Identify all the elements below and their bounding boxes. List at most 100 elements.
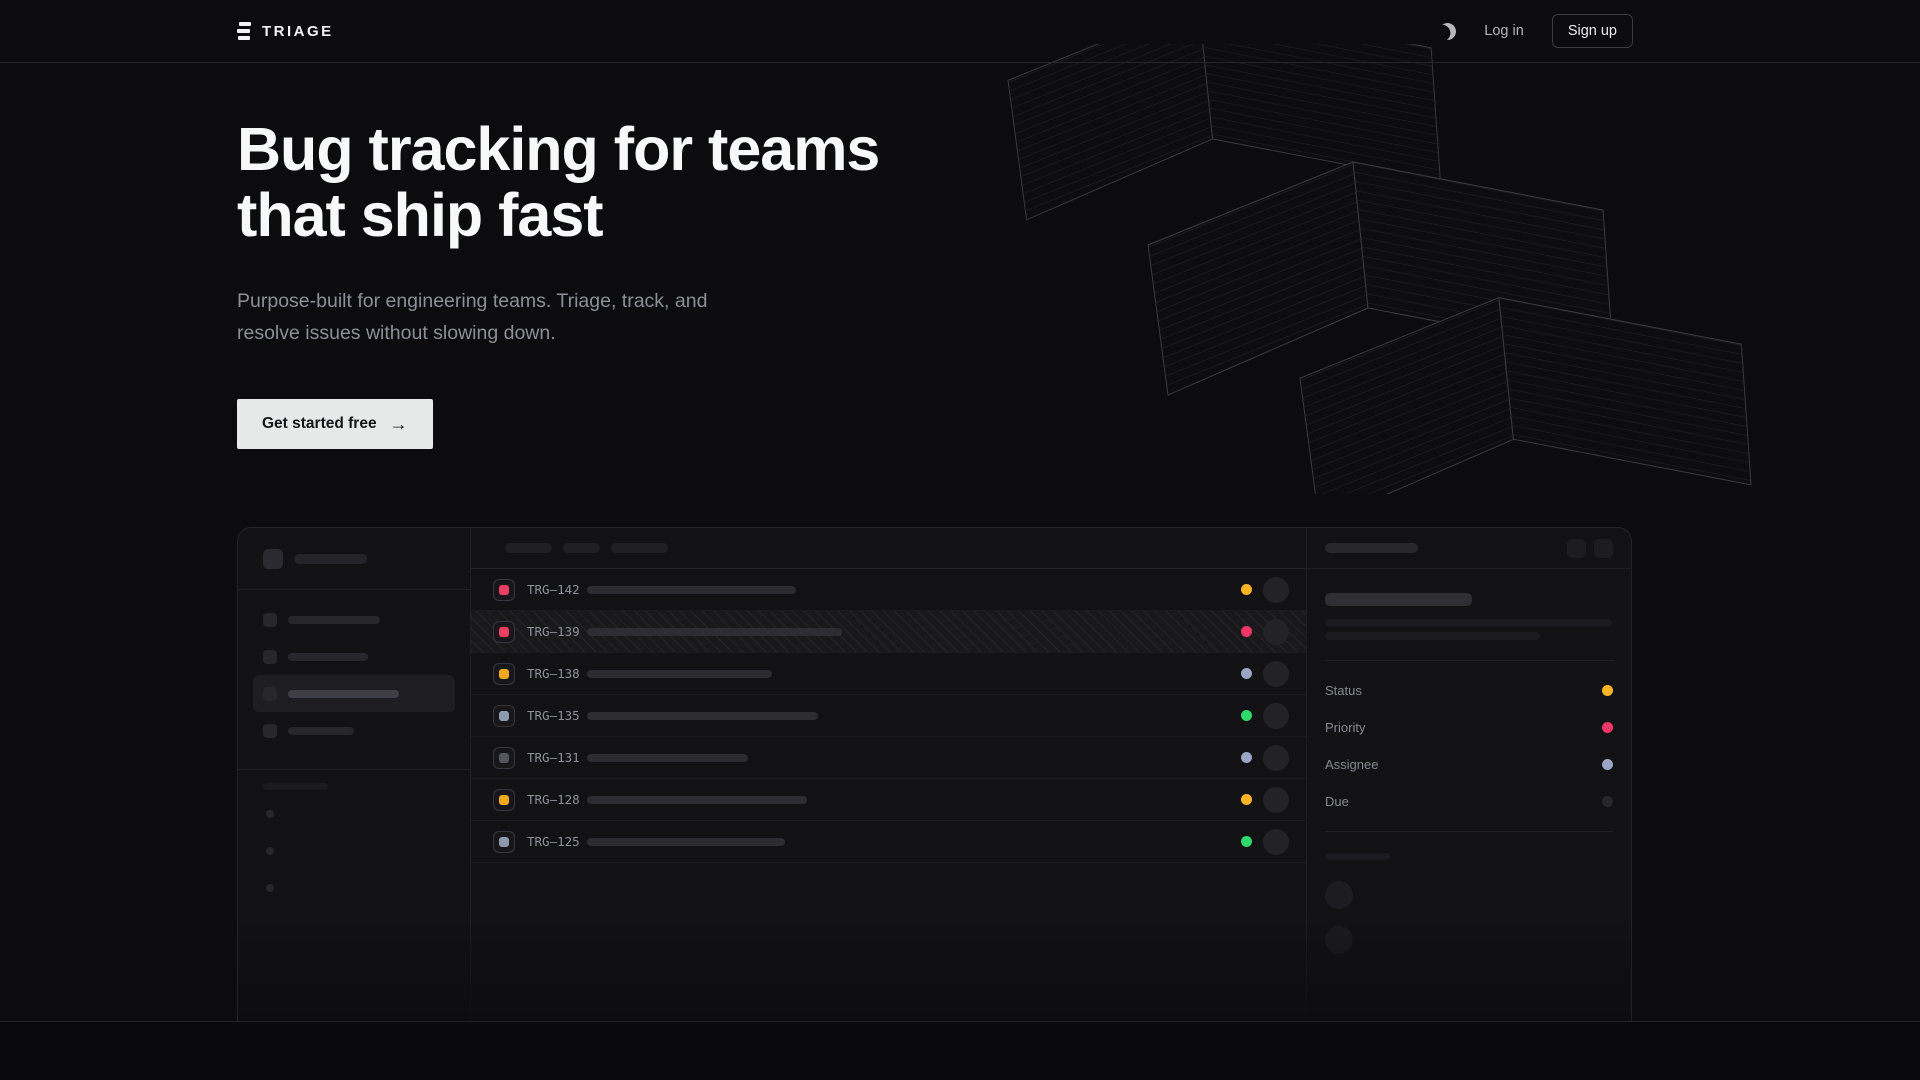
sidebar-item-label-placeholder	[288, 689, 399, 698]
sidebar-section-label-placeholder	[263, 783, 328, 790]
issue-title-bar-placeholder	[587, 585, 796, 594]
property-row: Status	[1325, 672, 1613, 709]
status-dot-icon	[1241, 626, 1252, 637]
nav-actions: Log in Sign up	[1439, 14, 1633, 48]
issue-title-bar-placeholder	[587, 753, 748, 762]
sidebar-item-icon-placeholder	[263, 686, 277, 701]
sidebar-item-placeholder-active	[253, 675, 455, 712]
issue-title-bar-placeholder	[587, 669, 772, 678]
login-link[interactable]: Log in	[1484, 23, 1524, 39]
top-nav: TRIAGE Log in Sign up	[0, 0, 1920, 63]
issue-id: TRG–139	[527, 624, 580, 639]
sidebar-item-label-placeholder	[288, 652, 368, 661]
workspace-switcher-placeholder	[263, 549, 455, 569]
issue-priority-icon	[493, 704, 515, 727]
issue-row: TRG–128	[471, 779, 1306, 821]
sidebar-item-icon-placeholder	[263, 649, 277, 664]
status-dot-icon	[1241, 794, 1252, 805]
detail-action-button-placeholder	[1567, 538, 1586, 558]
mockup-sidebar	[238, 528, 471, 1021]
sidebar-item-placeholder	[253, 638, 455, 675]
status-dot-icon	[1241, 710, 1252, 721]
issue-id: TRG–128	[527, 792, 580, 807]
workspace-avatar-placeholder	[263, 549, 283, 569]
sidebar-item-label-placeholder	[288, 615, 380, 624]
workspace-name-placeholder	[294, 554, 367, 564]
issue-id: TRG–131	[527, 750, 580, 765]
list-filter-bar-placeholder	[471, 528, 1306, 569]
detail-title-placeholder	[1325, 543, 1418, 553]
status-dot-icon	[1241, 752, 1252, 763]
hero-title-line1: Bug tracking for teams	[237, 115, 880, 183]
sidebar-item-placeholder	[253, 712, 455, 749]
sidebar-item-label-placeholder	[288, 726, 354, 735]
sidebar-item-placeholder	[253, 601, 455, 638]
issue-row: TRG–135	[471, 695, 1306, 737]
issue-title-placeholder	[1325, 593, 1472, 606]
property-list: Status Priority Assignee Due	[1325, 672, 1613, 820]
theme-toggle-moon-icon[interactable]	[1437, 21, 1458, 42]
property-label: Status	[1325, 683, 1362, 698]
signup-button[interactable]: Sign up	[1551, 14, 1633, 48]
detail-header	[1307, 528, 1631, 569]
property-value-dot-icon	[1602, 685, 1613, 696]
assignee-avatar	[1263, 786, 1289, 813]
status-dot-icon	[1241, 584, 1252, 595]
activity-section-label-placeholder	[1325, 853, 1390, 860]
detail-action-button-placeholder	[1594, 538, 1613, 558]
issue-row: TRG–138	[471, 653, 1306, 695]
issue-id: TRG–125	[527, 834, 580, 849]
property-label: Priority	[1325, 720, 1366, 735]
filter-pill-placeholder	[563, 543, 600, 553]
issue-priority-icon	[493, 662, 515, 685]
issue-row: TRG–131	[471, 737, 1306, 779]
comment-avatar-placeholder	[1325, 926, 1353, 954]
issue-priority-icon	[493, 620, 515, 643]
assignee-avatar	[1263, 618, 1289, 645]
issue-id: TRG–135	[527, 708, 580, 723]
assignee-avatar	[1263, 576, 1289, 603]
sidebar-divider	[238, 589, 470, 590]
sidebar-item-icon-placeholder	[263, 612, 277, 627]
brand-name: TRIAGE	[262, 22, 334, 40]
property-value-dot-icon	[1602, 759, 1613, 770]
footer	[0, 1021, 1920, 1080]
property-value-dot-icon	[1602, 796, 1613, 807]
issue-title-bar-placeholder	[587, 711, 818, 720]
issue-row: TRG–125	[471, 821, 1306, 863]
hero-title: Bug tracking for teams that ship fast	[237, 115, 880, 249]
property-row: Assignee	[1325, 746, 1613, 783]
detail-divider	[1325, 831, 1613, 832]
sidebar-divider	[238, 769, 470, 770]
property-label: Assignee	[1325, 757, 1379, 772]
assignee-avatar	[1263, 744, 1289, 771]
hero-subtitle: Purpose-built for engineering teams. Tri…	[237, 285, 707, 349]
issue-priority-icon	[493, 578, 515, 601]
issue-priority-icon	[493, 746, 515, 769]
issue-priority-icon	[493, 788, 515, 811]
brand-logo[interactable]: TRIAGE	[237, 22, 334, 40]
issue-list: TRG–142 TRG–139 TRG–138 TRG–135 TRG–131 …	[471, 569, 1306, 863]
triage-logo-icon	[237, 22, 251, 40]
app-mockup: TRG–142 TRG–139 TRG–138 TRG–135 TRG–131 …	[237, 527, 1632, 1021]
wireframe-ribbons-decoration	[1007, 44, 1752, 494]
hero-subtitle-line1: Purpose-built for engineering teams. Tri…	[237, 290, 708, 312]
issue-row: TRG–142	[471, 569, 1306, 611]
issue-title-bar-placeholder	[587, 795, 807, 804]
sidebar-item-icon-placeholder	[263, 723, 277, 738]
assignee-avatar	[1263, 702, 1289, 729]
sidebar-dot-placeholder	[266, 810, 274, 818]
comment-avatar-placeholder	[1325, 881, 1353, 909]
get-started-button[interactable]: Get started free →	[237, 399, 433, 449]
sidebar-list-placeholder	[266, 810, 455, 892]
hero-subtitle-line2: resolve issues without slowing down.	[237, 322, 556, 344]
assignee-avatar	[1263, 660, 1289, 687]
issue-id: TRG–138	[527, 666, 580, 681]
property-row: Due	[1325, 783, 1613, 820]
sidebar-dot-placeholder	[266, 884, 274, 892]
issue-description-placeholder	[1325, 632, 1540, 640]
issue-priority-icon	[493, 830, 515, 853]
issue-id: TRG–142	[527, 582, 580, 597]
hero-title-line2: that ship fast	[237, 181, 604, 249]
issue-title-bar-placeholder	[587, 627, 842, 636]
